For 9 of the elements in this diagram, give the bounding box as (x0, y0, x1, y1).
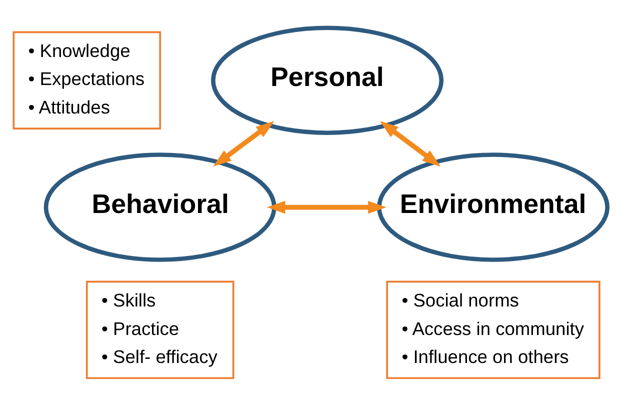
arrow (380, 120, 441, 166)
node-box: • Skills • Practice • Self- efficacy (86, 280, 234, 379)
arrow (266, 200, 386, 214)
node-box: • Social norms • Access in community • Influence on others (386, 280, 600, 379)
node-box: • Knowledge • Expectations • Attitudes (12, 30, 161, 129)
node-ellipse: Environmental (377, 152, 610, 262)
arrow (213, 120, 274, 166)
node-ellipse: Personal (211, 25, 444, 134)
node-ellipse: Behavioral (44, 152, 276, 262)
